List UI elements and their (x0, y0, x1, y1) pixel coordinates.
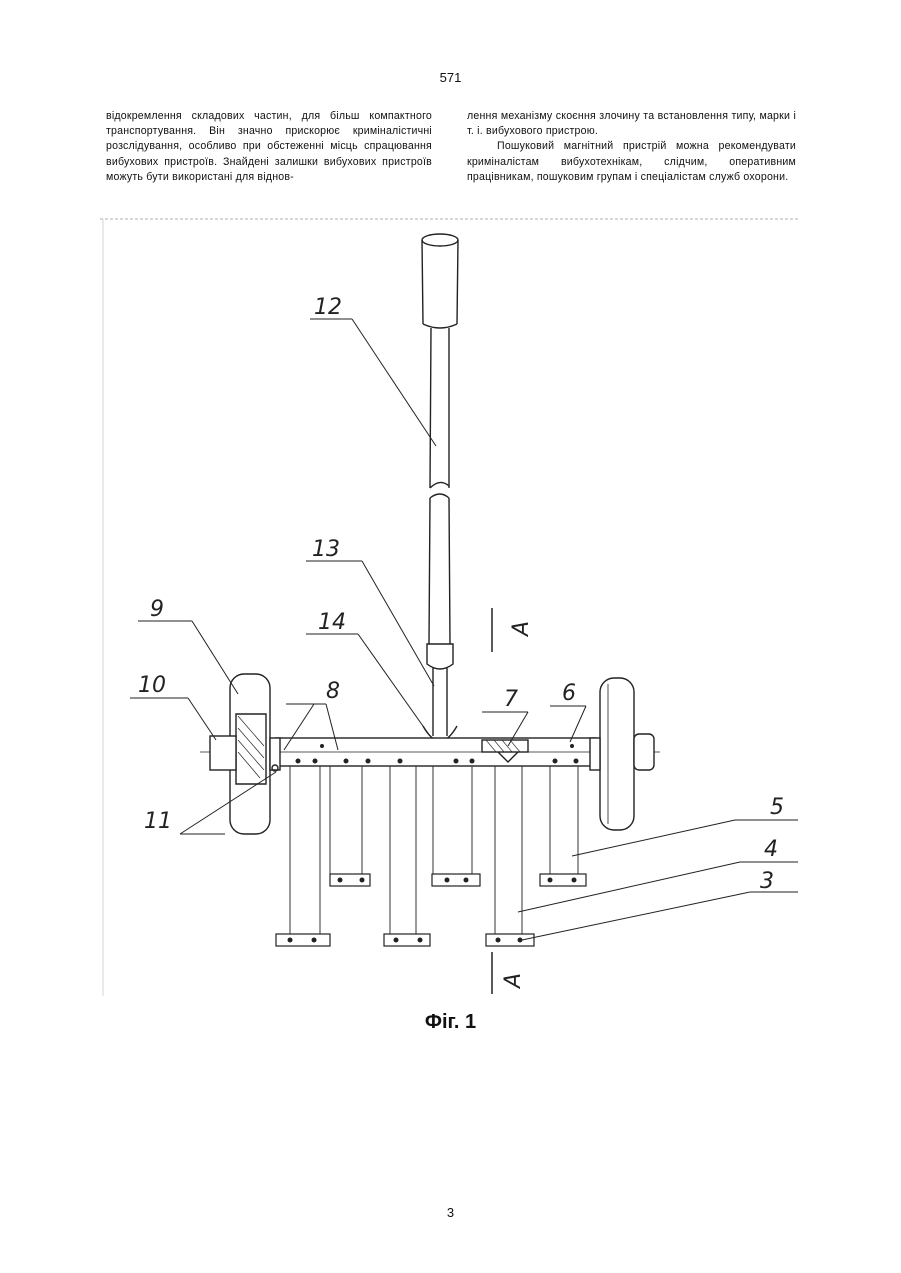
feet-bolts (288, 878, 577, 943)
paragraph-right-2: Пошуковий магнітний пристрій можна реком… (467, 139, 796, 185)
page-number-top: 571 (0, 70, 901, 85)
figure-caption: Фіг. 1 (0, 1011, 901, 1034)
text-column-right: лення механізму скоєння злочину та встан… (467, 109, 796, 185)
technical-drawing: А А 12 13 14 9 10 8 7 6 5 4 3 11 (100, 216, 798, 996)
label-5: 5 (770, 795, 784, 820)
label-6: 6 (562, 681, 576, 706)
section-label-top: А (509, 621, 534, 638)
label-12: 12 (314, 295, 342, 320)
label-7: 7 (504, 687, 518, 712)
paragraph-left: відокремлення складових частин, для біль… (106, 109, 432, 185)
label-3: 3 (760, 869, 774, 894)
leader-lines (130, 319, 798, 940)
left-wheel (210, 674, 280, 834)
page-number-bottom: 3 (0, 1205, 901, 1220)
device-drawing: А А 12 13 14 9 10 8 7 6 5 4 3 11 (100, 216, 798, 996)
text-column-left: відокремлення складових частин, для біль… (106, 109, 432, 185)
probe-rods (290, 766, 578, 938)
label-10: 10 (138, 673, 166, 698)
label-14: 14 (318, 610, 346, 635)
section-label-bottom: А (501, 973, 526, 990)
handle-tube (422, 234, 458, 736)
right-wheel (590, 678, 654, 830)
label-11: 11 (144, 809, 172, 834)
label-9: 9 (150, 597, 164, 622)
label-13: 13 (312, 537, 340, 562)
paragraph-right-1: лення механізму скоєння злочину та встан… (467, 109, 796, 139)
label-8: 8 (326, 679, 340, 704)
probe-feet (276, 874, 586, 946)
label-4: 4 (764, 837, 778, 862)
